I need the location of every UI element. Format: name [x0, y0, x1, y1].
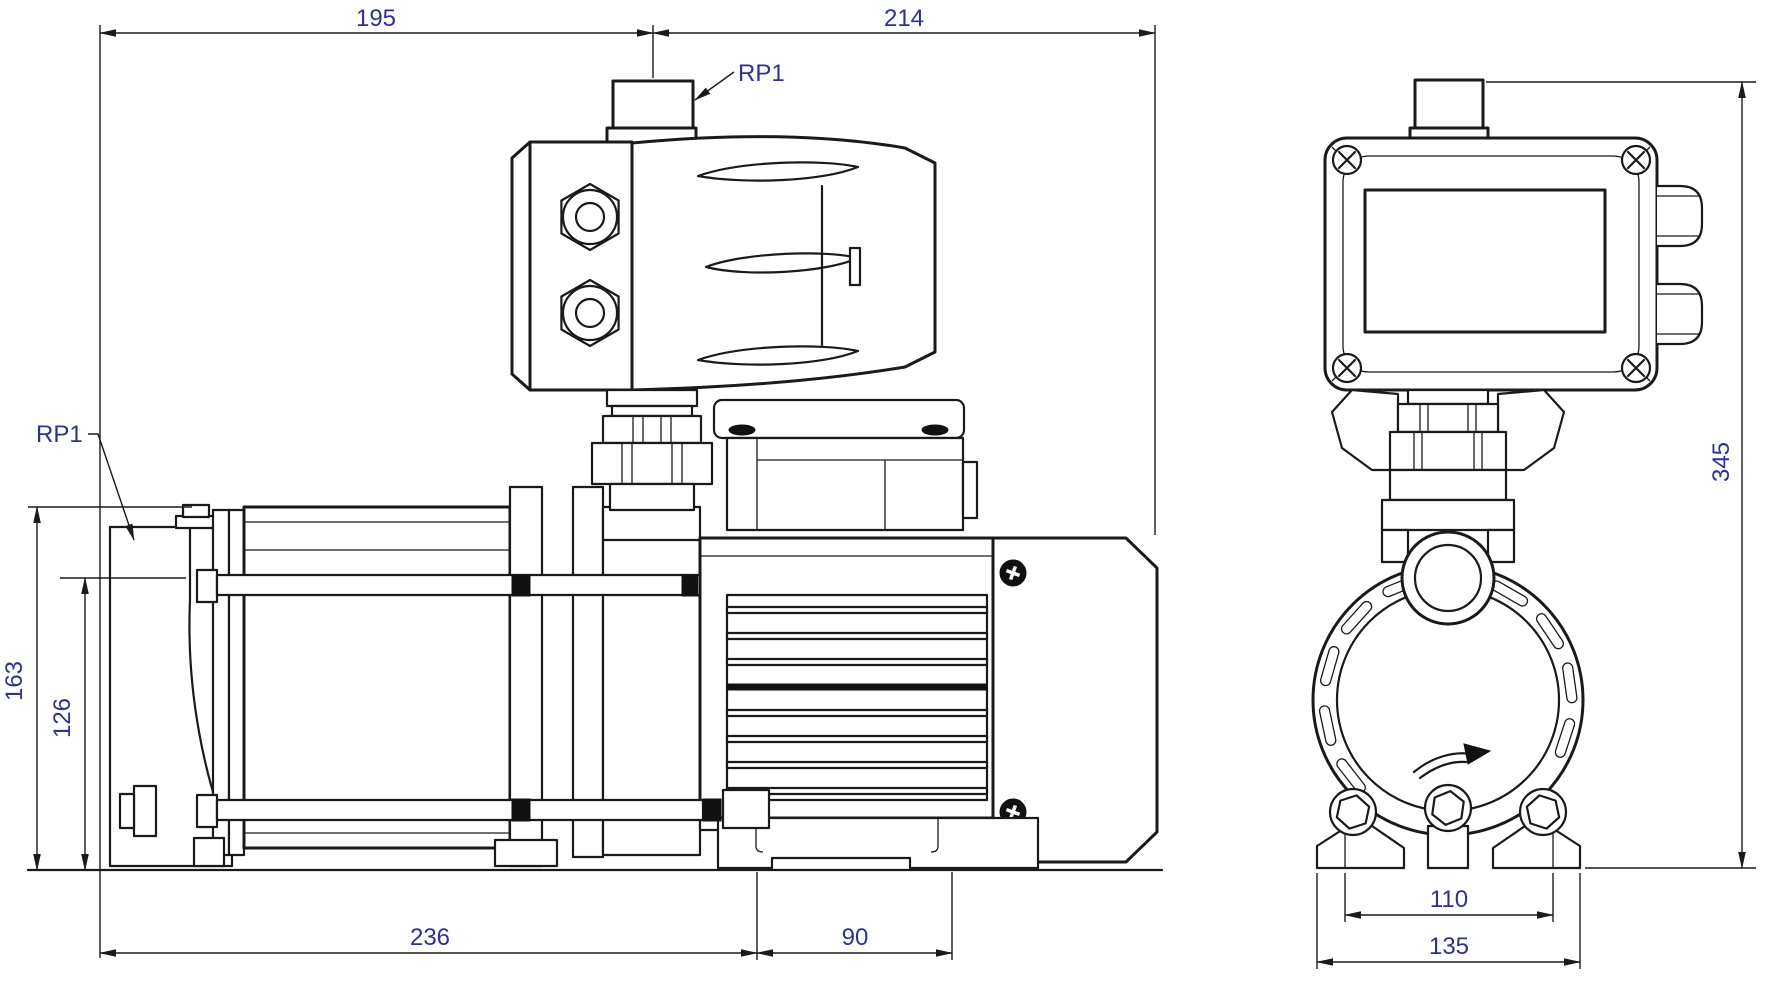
rotation-arrow-icon	[1412, 743, 1492, 780]
front-feet	[1315, 824, 1582, 870]
pump-stage-casing	[242, 505, 512, 850]
union-pipe-stack	[590, 388, 714, 512]
top-port	[605, 79, 698, 145]
cable-gland-lower-icon	[560, 278, 620, 348]
dim-label-90: 90	[842, 924, 869, 951]
lantern-bracket	[721, 788, 771, 830]
dim-label-345: 345	[1708, 442, 1735, 482]
dimensions: 195 214 163 126 236 90 345 110 135 RP1 R…	[1, 5, 1756, 969]
tie-rod-bolt	[195, 793, 219, 829]
front-view	[1311, 78, 1704, 870]
union-nut	[590, 441, 714, 486]
cable-gland-front-icon	[1657, 184, 1704, 248]
motor-fins	[725, 593, 989, 802]
pump-foot-left	[192, 836, 226, 868]
cable-gland-front-icon	[1657, 282, 1704, 346]
union-stack-front	[1380, 388, 1516, 564]
pump-end-cover	[108, 503, 234, 868]
lid-screw-icon	[728, 424, 756, 436]
rp1-left-text: RP1	[36, 421, 83, 448]
motor-body	[698, 536, 997, 820]
corner-screw-icon	[1331, 144, 1363, 176]
dim-label-195: 195	[356, 5, 396, 32]
tie-rods	[195, 568, 771, 830]
tie-rod-bolt	[195, 568, 219, 604]
front-top-port	[1408, 78, 1490, 144]
rp1-label-top: RP1	[694, 60, 785, 101]
corner-screw-icon	[1620, 144, 1652, 176]
controller-vent-top	[696, 161, 860, 182]
leader-arrow	[694, 71, 735, 101]
controller-front-face	[528, 140, 634, 392]
dim-label-126: 126	[49, 698, 76, 738]
controller-vent-bottom	[696, 345, 860, 366]
corner-screw-icon	[1620, 352, 1652, 384]
tie-rod-top	[215, 573, 702, 597]
dim-label-135: 135	[1429, 933, 1469, 960]
side-view	[26, 79, 1164, 872]
cable-gland-upper-icon	[560, 182, 620, 252]
pressure-controller-side	[510, 135, 937, 392]
rp1-top-text: RP1	[738, 60, 785, 87]
motor-foot	[716, 816, 1040, 870]
corner-screw-icon	[1331, 352, 1363, 384]
lid-screw-icon	[921, 424, 949, 436]
drain-plug-side	[132, 784, 158, 838]
motor-terminal-box	[712, 398, 979, 532]
union-hex	[601, 414, 703, 445]
controller-front-bevel	[510, 140, 532, 392]
controller-front-box	[1323, 136, 1704, 392]
dim-label-110: 110	[1430, 886, 1468, 913]
fan-cover-screw-icon	[999, 559, 1027, 587]
rp1-label-left: RP1	[36, 421, 135, 541]
dim-label-163: 163	[1, 661, 28, 701]
fan-cover	[991, 536, 1159, 864]
drain-plug-front	[1423, 783, 1473, 870]
leader-arrow	[88, 433, 135, 541]
front-suction-port	[1400, 530, 1496, 626]
tie-rod-bottom	[215, 798, 705, 822]
flange-bolt-icon	[1328, 787, 1378, 837]
dim-label-214: 214	[884, 5, 924, 32]
dim-label-236: 236	[410, 924, 450, 951]
display-window	[1363, 188, 1607, 334]
flange-bolt-icon	[1518, 787, 1568, 837]
